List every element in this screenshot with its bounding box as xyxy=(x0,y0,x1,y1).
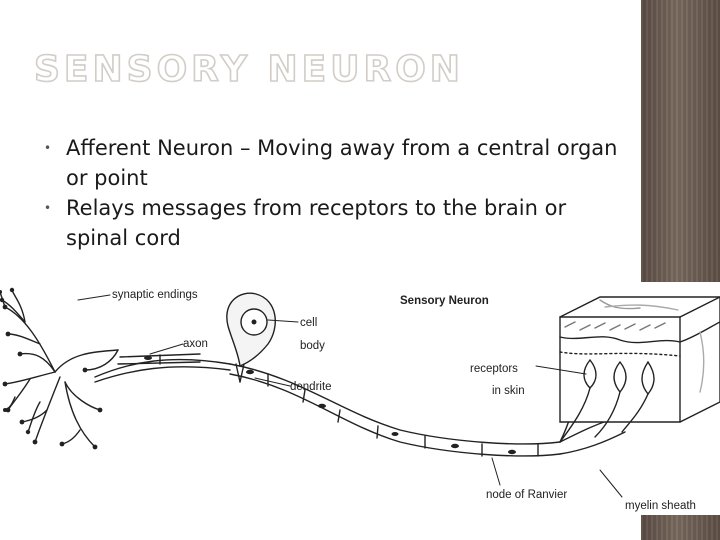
slide-title: SENSORY NEURON xyxy=(33,49,464,91)
bullet-icon: • xyxy=(44,201,52,215)
leader-lines xyxy=(77,294,623,498)
bullet-item: • Afferent Neuron – Moving away from a c… xyxy=(44,133,624,193)
diagram-heading: Sensory Neuron xyxy=(400,295,489,307)
cell-body xyxy=(226,292,276,383)
myelinated-fibre xyxy=(117,353,626,457)
synaptic-knobs xyxy=(0,287,103,450)
axon-line xyxy=(94,358,231,378)
label-in-skin: in skin xyxy=(492,385,525,397)
label-node-of-ranvier: node of Ranvier xyxy=(486,489,567,501)
label-dendrite: dendrite xyxy=(290,381,332,393)
schwann-nuclei xyxy=(144,356,516,455)
sensory-neuron-diagram: synaptic endings axon cell body dendrite… xyxy=(0,282,720,515)
bullet-text: Afferent Neuron – Moving away from a cen… xyxy=(66,136,618,190)
label-myelin-sheath: myelin sheath xyxy=(625,500,696,512)
bullet-icon: • xyxy=(44,141,52,155)
label-receptors: receptors xyxy=(470,363,518,375)
label-cell: cell xyxy=(300,317,317,329)
label-synaptic-endings: synaptic endings xyxy=(112,289,198,301)
bullet-text: Relays messages from receptors to the br… xyxy=(66,196,567,250)
synaptic-endings-branches xyxy=(0,289,119,448)
bullet-item: • Relays messages from receptors to the … xyxy=(44,193,624,253)
label-axon: axon xyxy=(183,338,208,350)
axon-line xyxy=(94,366,231,383)
skin-block xyxy=(559,296,720,443)
label-body: body xyxy=(300,340,325,352)
bullet-list: • Afferent Neuron – Moving away from a c… xyxy=(44,133,624,253)
